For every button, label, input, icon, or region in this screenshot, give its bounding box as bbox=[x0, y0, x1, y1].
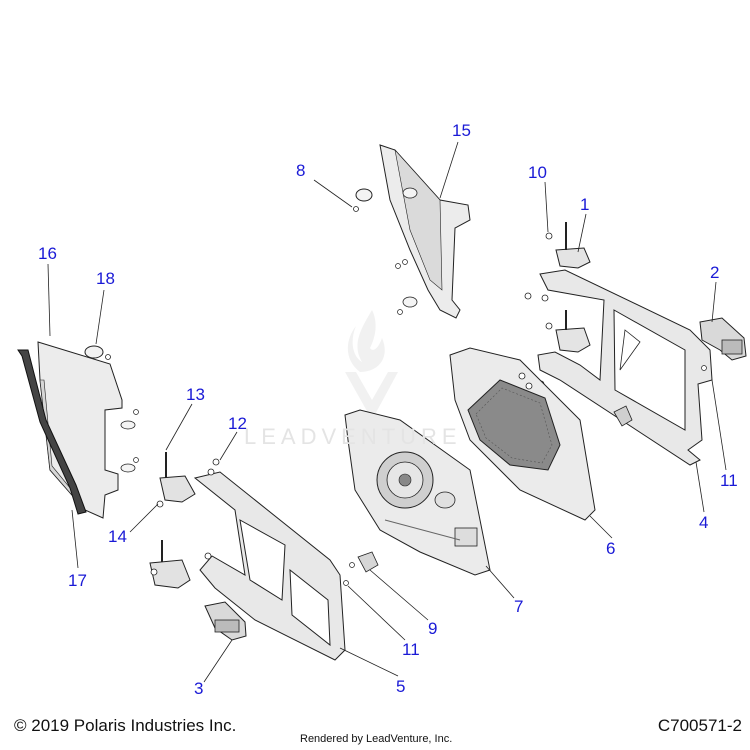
callout-17: 17 bbox=[68, 571, 87, 590]
part-17-seal-strip bbox=[17, 349, 87, 515]
part-15-upper-panel bbox=[379, 144, 471, 319]
callout-3: 3 bbox=[194, 679, 204, 698]
callout-13: 13 bbox=[186, 385, 205, 404]
watermark-text: LEADVENTURE bbox=[244, 424, 462, 449]
callout-7: 7 bbox=[514, 597, 524, 616]
callout-5: 5 bbox=[396, 677, 406, 696]
callout-10: 10 bbox=[528, 163, 547, 182]
leader-lines bbox=[47, 141, 727, 683]
part-6-right-door-panel bbox=[449, 347, 596, 521]
figure-code: C700571-2 bbox=[657, 716, 742, 735]
callout-12: 12 bbox=[228, 414, 247, 433]
callout-16: 16 bbox=[38, 244, 57, 263]
callout-9: 9 bbox=[428, 619, 438, 638]
part-8-clip bbox=[353, 188, 373, 212]
callout-6: 6 bbox=[606, 539, 616, 558]
part-14-hinge bbox=[149, 452, 196, 589]
callout-11-left: 11 bbox=[402, 640, 420, 659]
callout-2: 2 bbox=[710, 263, 720, 282]
watermark-logo bbox=[345, 310, 398, 420]
part-18-clip bbox=[84, 345, 111, 360]
rendered-by-text: Rendered by LeadVenture, Inc. bbox=[300, 733, 453, 745]
copyright-text: © 2019 Polaris Industries Inc. bbox=[14, 716, 237, 735]
part-7-left-door-panel bbox=[344, 409, 491, 576]
callout-15: 15 bbox=[452, 121, 471, 140]
callout-8: 8 bbox=[296, 161, 306, 180]
part-5-left-door-frame bbox=[193, 458, 346, 661]
callout-11-right: 11 bbox=[720, 471, 738, 490]
callout-1: 1 bbox=[580, 195, 590, 214]
callout-14: 14 bbox=[108, 527, 127, 546]
callout-18: 18 bbox=[96, 269, 115, 288]
part-3-latch bbox=[204, 601, 247, 641]
part-9-bracket bbox=[343, 551, 379, 586]
part-16-rear-panel bbox=[37, 341, 139, 519]
part-2-latch bbox=[699, 317, 747, 371]
callout-4: 4 bbox=[699, 513, 709, 532]
part-1-hinge bbox=[545, 222, 591, 353]
part-4-bracket bbox=[613, 405, 633, 427]
